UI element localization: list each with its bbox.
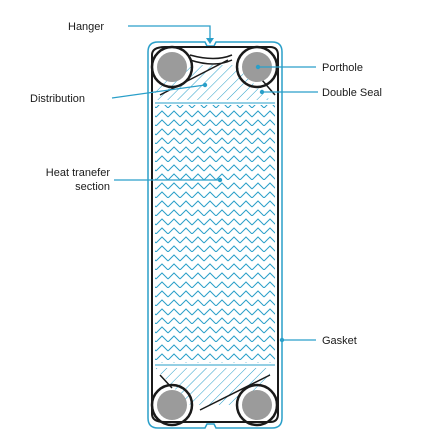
callout-distribution: Distribution — [30, 82, 208, 105]
callout-porthole: Porthole — [255, 62, 363, 74]
label-porthole: Porthole — [322, 62, 363, 74]
gasket-outline — [147, 41, 283, 429]
porthole-bottom-left — [150, 383, 194, 427]
label-distribution: Distribution — [30, 93, 85, 105]
label-heat-transfer-line2: section — [75, 181, 110, 193]
callout-double-seal: Double Seal — [259, 87, 382, 99]
callout-heat-transfer: Heat tranefer section — [46, 167, 223, 193]
label-heat-transfer-line1: Heat tranefer — [46, 167, 111, 179]
porthole-bottom-right — [235, 383, 279, 427]
porthole-top-left — [150, 45, 194, 89]
heat-transfer-section — [155, 105, 275, 363]
label-hanger: Hanger — [68, 21, 104, 33]
label-double-seal: Double Seal — [322, 87, 382, 99]
double-seal-top — [189, 54, 233, 65]
plate-body — [151, 46, 279, 423]
callout-gasket: Gasket — [279, 335, 357, 347]
label-gasket: Gasket — [322, 335, 357, 347]
callout-hanger: Hanger — [68, 21, 214, 44]
